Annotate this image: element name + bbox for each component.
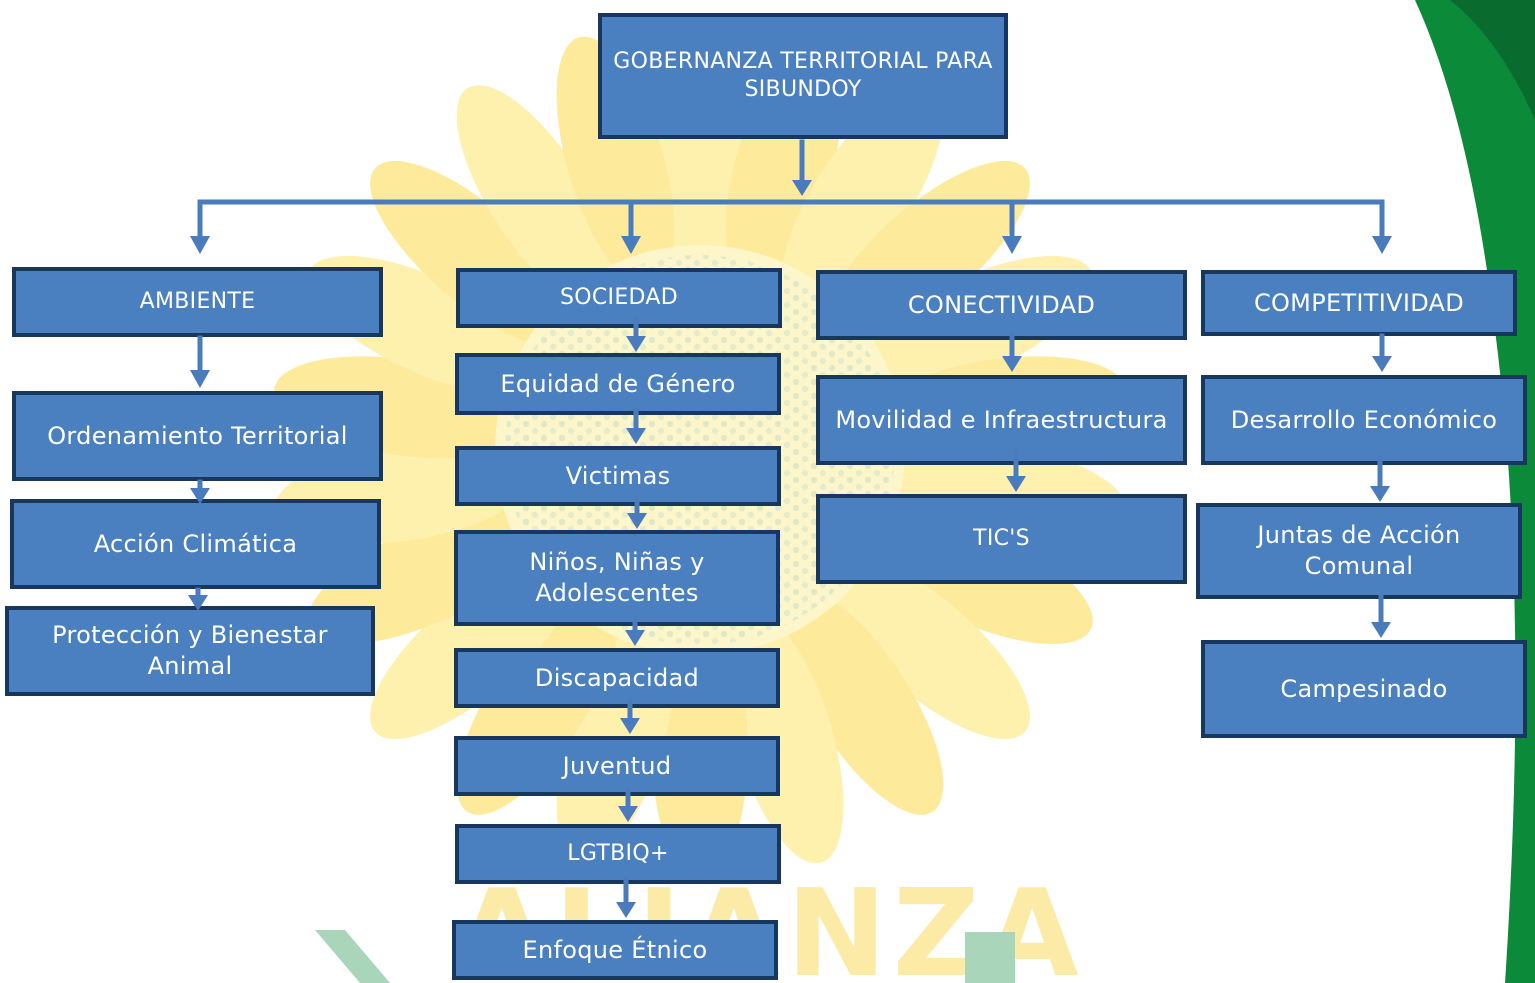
root-node[interactable]: GOBERNANZA TERRITORIAL PARA SIBUNDOY — [598, 13, 1008, 139]
sunflower-petal-shape — [556, 36, 675, 288]
node-label: Acción Climática — [93, 529, 298, 558]
node-label: Discapacidad — [534, 663, 700, 692]
root-node-label: GOBERNANZA TERRITORIAL PARA SIBUNDOY — [613, 48, 993, 102]
branch-conectividad[interactable]: CONECTIVIDAD — [816, 270, 1187, 340]
branch-competitividad[interactable]: COMPETITIVIDAD — [1201, 270, 1517, 336]
node-label: Equidad de Género — [500, 369, 736, 398]
node-label: Juventud — [562, 751, 672, 780]
sunflower-petal-shape — [456, 85, 619, 311]
branch-label: COMPETITIVIDAD — [1253, 288, 1465, 317]
node-desarrollo-economico[interactable]: Desarrollo Económico — [1201, 375, 1527, 465]
node-tics[interactable]: TIC'S — [816, 494, 1187, 584]
node-enfoque-etnico[interactable]: Enfoque Étnico — [452, 920, 778, 980]
node-victimas[interactable]: Victimas — [455, 446, 781, 506]
node-proteccion-bienestar-animal[interactable]: Protección y Bienestar Animal — [5, 606, 375, 696]
sunflower-petal-shape — [823, 553, 1030, 739]
node-accion-climatica[interactable]: Acción Climática — [10, 499, 381, 589]
branch-label: SOCIEDAD — [560, 284, 678, 310]
branch-label: CONECTIVIDAD — [907, 290, 1096, 319]
sunflower-petal-shape — [781, 589, 944, 815]
green-band-highlight — [1450, 0, 1535, 120]
branch-label: AMBIENTE — [139, 288, 256, 314]
branch-sociedad[interactable]: SOCIEDAD — [456, 268, 782, 328]
node-label: Movilidad e Infraestructura — [835, 405, 1168, 434]
node-ordenamiento-territorial[interactable]: Ordenamiento Territorial — [12, 391, 383, 481]
node-label: LGTBIQ+ — [567, 840, 669, 866]
node-juventud[interactable]: Juventud — [454, 736, 780, 796]
node-label: Juntas de Acción Comunal — [1257, 521, 1461, 580]
sunflower-petal-shape — [781, 85, 944, 311]
node-label: Protección y Bienestar Animal — [52, 621, 328, 680]
branch-ambiente[interactable]: AMBIENTE — [12, 267, 383, 337]
node-ninos-ninas-adolescentes[interactable]: Niños, Niñas y Adolescentes — [454, 530, 780, 626]
node-campesinado[interactable]: Campesinado — [1201, 640, 1527, 738]
node-lgtbiq[interactable]: LGTBIQ+ — [455, 824, 781, 884]
green-band-shape — [1415, 0, 1535, 983]
node-label: Desarrollo Económico — [1230, 405, 1498, 434]
node-discapacidad[interactable]: Discapacidad — [454, 648, 780, 708]
node-label: Niños, Niñas y Adolescentes — [529, 548, 705, 607]
node-label: TIC'S — [973, 525, 1030, 551]
node-juntas-accion-comunal[interactable]: Juntas de Acción Comunal — [1196, 503, 1522, 599]
node-equidad-genero[interactable]: Equidad de Género — [455, 353, 781, 415]
node-label: Campesinado — [1280, 674, 1448, 703]
node-label: Enfoque Étnico — [522, 935, 708, 964]
node-label: Ordenamiento Territorial — [47, 421, 348, 450]
node-label: Victimas — [565, 461, 671, 490]
node-movilidad-infraestructura[interactable]: Movilidad e Infraestructura — [816, 375, 1187, 465]
